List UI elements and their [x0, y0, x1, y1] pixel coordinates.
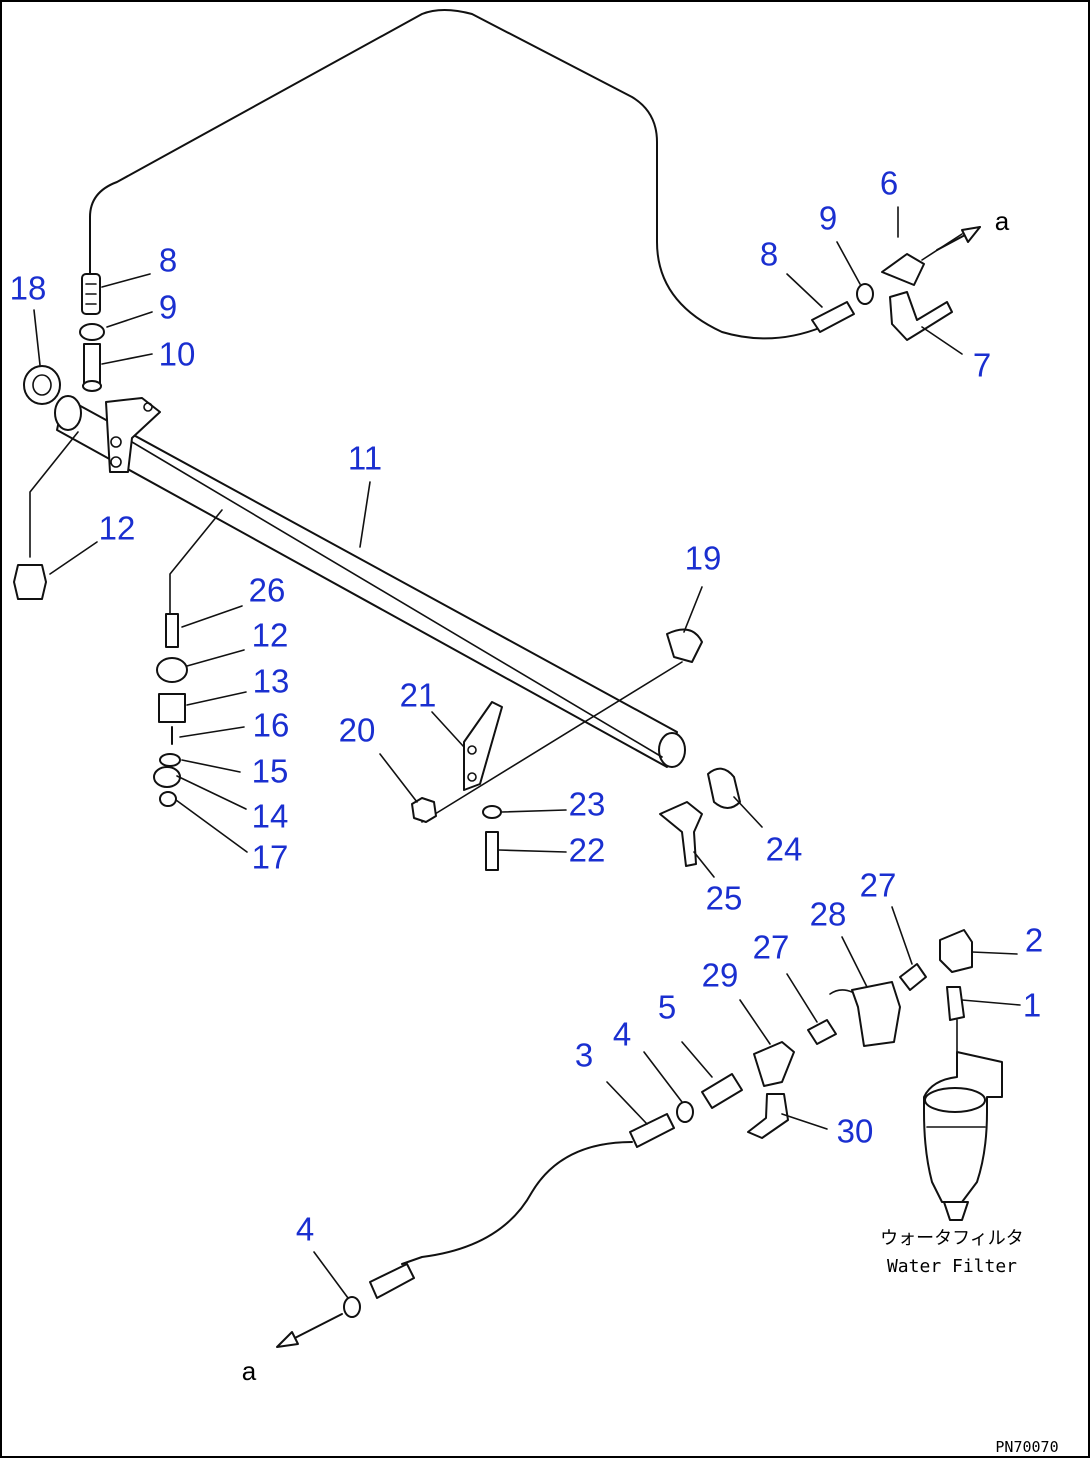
bolt-22 — [485, 831, 499, 871]
part-13 — [158, 693, 186, 723]
callout-4: 4 — [613, 1016, 631, 1053]
connector-5 — [701, 1073, 743, 1109]
fitting-30 — [747, 1093, 789, 1139]
callout-10: 10 — [159, 336, 196, 373]
callout-26: 26 — [249, 572, 286, 609]
washer-23 — [482, 805, 502, 819]
callout-27: 27 — [860, 867, 897, 904]
callout-11: 11 — [348, 440, 382, 477]
callout-21: 21 — [400, 677, 437, 714]
callout-24: 24 — [766, 831, 803, 868]
callout-9: 9 — [819, 200, 837, 237]
callout-6: 6 — [880, 165, 898, 202]
part-15 — [159, 753, 181, 767]
callout-12: 12 — [99, 510, 136, 547]
callout-8: 8 — [159, 242, 177, 279]
water-filter-caption-jp: ウォータフィルタ — [880, 1228, 1024, 1249]
elbow-2 — [939, 929, 973, 973]
clamp-9-left — [79, 323, 105, 341]
callout-20: 20 — [339, 712, 376, 749]
callout-8: 8 — [760, 236, 778, 273]
hose-sleeve-lower — [369, 1263, 415, 1299]
connection-marker-top: a — [995, 206, 1010, 236]
callout-15: 15 — [252, 753, 289, 790]
callout-7: 7 — [973, 347, 991, 384]
elbow-10 — [83, 343, 101, 387]
callout-14: 14 — [252, 798, 289, 835]
cap-24 — [707, 767, 741, 809]
connector-27-upper — [899, 963, 927, 991]
callout-labels: 1 2 3 4 4 5 6 7 8 8 9 9 10 11 12 12 13 1… — [10, 165, 1044, 1248]
callout-29: 29 — [702, 957, 739, 994]
callout-18: 18 — [10, 270, 47, 307]
pipe-bracket — [105, 397, 161, 473]
clamp-4-upper — [676, 1101, 694, 1123]
callout-19: 19 — [685, 540, 722, 577]
water-filter-caption-en: Water Filter — [887, 1256, 1017, 1277]
connection-marker-bottom: a — [242, 1356, 257, 1386]
elbow-29 — [753, 1041, 795, 1087]
hose-sleeve-8-right — [811, 301, 855, 333]
fitting-1 — [946, 986, 965, 1021]
callout-30: 30 — [837, 1113, 874, 1150]
leader-lines — [33, 206, 1021, 1299]
part-12-upper — [13, 564, 47, 600]
callout-13: 13 — [253, 663, 290, 700]
figure-code: PN70070 — [995, 1438, 1058, 1456]
part-12-lower — [156, 657, 188, 683]
fitting-7 — [889, 291, 953, 341]
callout-27: 27 — [753, 929, 790, 966]
part-17 — [159, 791, 177, 807]
part-14 — [153, 766, 181, 788]
callout-2: 2 — [1025, 922, 1043, 959]
callout-22: 22 — [569, 832, 606, 869]
clamp-9-right — [856, 283, 874, 305]
callout-17: 17 — [252, 839, 289, 876]
callout-16: 16 — [253, 707, 290, 744]
nut-20 — [411, 797, 437, 823]
callout-4: 4 — [296, 1211, 314, 1248]
callout-28: 28 — [810, 896, 847, 933]
callout-23: 23 — [569, 786, 606, 823]
cap-18 — [23, 365, 61, 405]
callout-3: 3 — [575, 1037, 593, 1074]
clip-19 — [666, 628, 703, 663]
clamp-4-lower — [343, 1296, 361, 1318]
filter-28 — [851, 981, 901, 1047]
bracket-21 — [463, 701, 503, 791]
part-26 — [165, 613, 179, 648]
callout-5: 5 — [658, 989, 676, 1026]
callout-12: 12 — [252, 617, 289, 654]
bracket-25 — [659, 801, 703, 867]
hose-sleeve-3 — [629, 1113, 675, 1148]
lower-hose — [401, 1141, 633, 1265]
callout-9: 9 — [159, 289, 177, 326]
callout-25: 25 — [706, 880, 743, 917]
connector-27-lower — [807, 1019, 837, 1045]
callout-1: 1 — [1023, 987, 1041, 1024]
upper-hose — [89, 9, 823, 340]
fitting-6 — [881, 253, 925, 286]
